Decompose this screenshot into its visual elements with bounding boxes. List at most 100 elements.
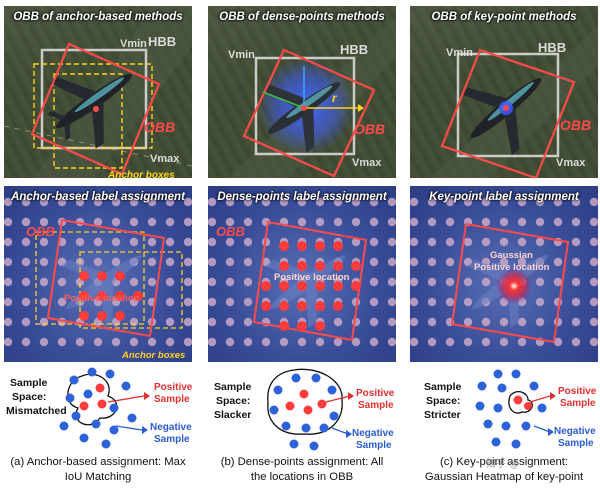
caption-line-2: IoU Matching [64, 471, 132, 483]
vmin-label: Vmin [120, 38, 147, 50]
obb-box [46, 218, 166, 338]
grid-dot [463, 237, 473, 247]
grid-dot [481, 197, 491, 207]
grid-dot [427, 217, 437, 227]
grid-dot [147, 217, 157, 227]
sample-space-line3: Stricter [424, 409, 461, 421]
grid-dot [243, 237, 253, 247]
caption-c: (c) Key-point assignment: Gaussian Heatm… [410, 455, 598, 485]
grid-dot [445, 237, 455, 247]
grid-dot [183, 337, 192, 347]
grid-dot [4, 257, 13, 267]
obb-label: OBB [560, 117, 591, 133]
grid-dot [261, 337, 271, 347]
aerial-diagram-key-point: Vmin HBB OBB Vmax [430, 26, 598, 178]
grid-dot [553, 197, 563, 207]
grid-dot [243, 317, 253, 327]
obb-box [450, 222, 570, 344]
grid-dot [387, 337, 396, 347]
label-assignment-panel-key-point: Gaussian Positive location Key-point lab… [410, 186, 598, 362]
obb-box [30, 42, 161, 176]
grid-dot [183, 217, 192, 227]
positive-dots [79, 383, 107, 411]
grid-dot [57, 277, 67, 287]
grid-dot [463, 297, 473, 307]
grid-dot [147, 237, 157, 247]
grid-dot [208, 237, 217, 247]
negative-dots [269, 373, 339, 451]
grid-dot [147, 197, 157, 207]
gaussian-label: Gaussian [490, 250, 533, 261]
positive-dots [261, 241, 361, 331]
grid-dot [165, 297, 175, 307]
grid-dot [4, 317, 13, 327]
grid-dot [410, 217, 419, 227]
grid-dot [4, 217, 13, 227]
panel-title: OBB of anchor-based methods [13, 11, 183, 23]
grid-dot [129, 197, 139, 207]
positive-sample-label: Positive [356, 388, 395, 399]
grid-dot [387, 217, 396, 227]
vmin-label: Vmin [446, 47, 473, 59]
grid-dot [225, 217, 235, 227]
airplane-shape [47, 73, 132, 149]
grid-dot [129, 237, 139, 247]
column-dense-points: r Vmin HBB OBB Vmax OBB of dense-points … [208, 0, 396, 491]
grid-dot [225, 257, 235, 267]
grid-dot [445, 257, 455, 267]
grid-dot [315, 217, 325, 227]
svg-text:Sample: Sample [558, 438, 594, 449]
anchor-box [79, 251, 183, 329]
grid-dot [571, 237, 581, 247]
grid-dot [589, 337, 598, 347]
grid-dot [427, 337, 437, 347]
grid-dot [21, 337, 31, 347]
grid-dot [369, 337, 379, 347]
grid-dot [333, 197, 343, 207]
grid-dot [351, 337, 361, 347]
grid-dot [21, 277, 31, 287]
positive-location-label: Positive location [64, 293, 140, 304]
grid-dot [57, 337, 67, 347]
panel-title: Dense-points label assignment [217, 191, 387, 203]
grid-dot [93, 237, 103, 247]
grid-dot [553, 217, 563, 227]
grid-dot [39, 257, 49, 267]
grid-dot [410, 317, 419, 327]
sample-space-line3: Mismatched [6, 405, 67, 417]
panel-title: OBB of key-point methods [431, 11, 577, 23]
grid-dot [481, 277, 491, 287]
grid-dot [481, 317, 491, 327]
vmax-label: Vmax [352, 157, 382, 169]
grid-dot [410, 277, 419, 287]
grid-dot [571, 217, 581, 227]
grid-dot [499, 217, 509, 227]
obb-box [242, 48, 376, 178]
grid-dot [165, 237, 175, 247]
grid-dot [165, 317, 175, 327]
grid-dot [4, 277, 13, 287]
grid-dot [208, 297, 217, 307]
anchor-box [53, 73, 123, 169]
obb-label: OBB [216, 224, 245, 239]
grid-dot [243, 297, 253, 307]
grid-dot [111, 237, 121, 247]
grid-dot [208, 217, 217, 227]
grid-dot [39, 197, 49, 207]
hbb-label: HBB [148, 34, 176, 49]
grid-dot [517, 257, 527, 267]
grid-dot [4, 297, 13, 307]
grid-dot [165, 197, 175, 207]
positive-dots [513, 395, 532, 410]
grid-dot [75, 197, 85, 207]
grid-dot [535, 217, 545, 227]
grid-dot [589, 297, 598, 307]
panel-title: Key-point label assignment [429, 191, 579, 203]
grid-dot [93, 337, 103, 347]
grid-dot [410, 197, 419, 207]
column-key-point: Vmin HBB OBB Vmax OBB of key-point metho… [410, 0, 598, 491]
grid-dot [21, 217, 31, 227]
grid-dot [75, 337, 85, 347]
grid-dot [463, 337, 473, 347]
grid-dot [369, 197, 379, 207]
